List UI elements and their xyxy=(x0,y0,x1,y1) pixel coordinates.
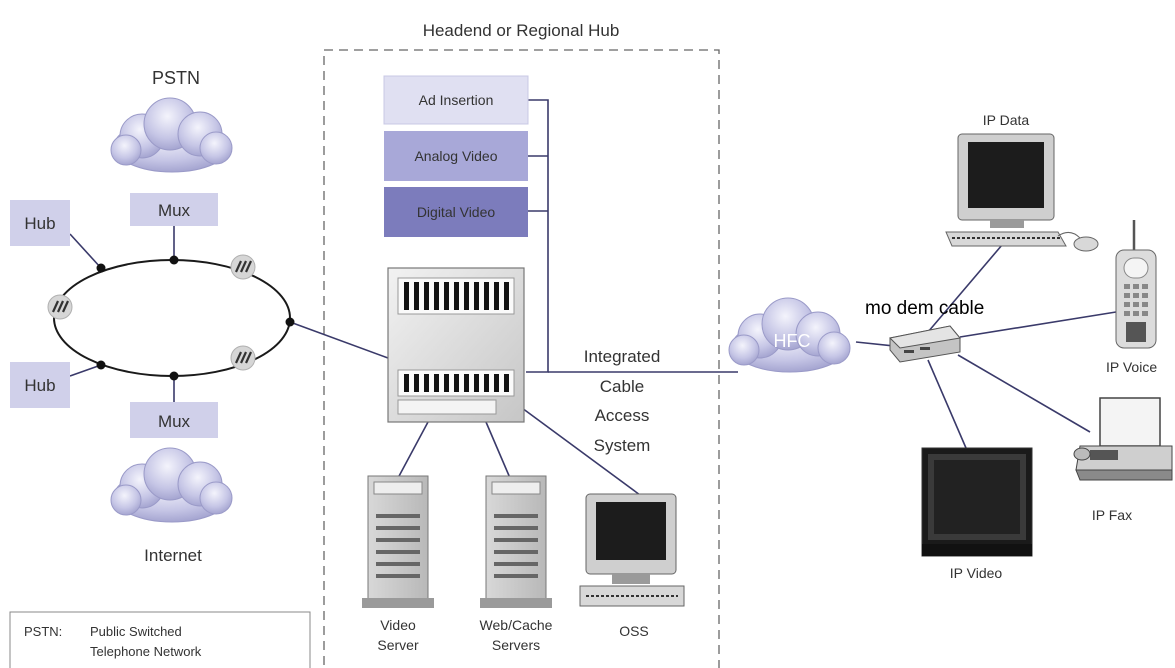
integrated-label-line2: Cable xyxy=(600,377,644,396)
modem-label: mo dem cable xyxy=(865,298,984,319)
hfc-label: HFC xyxy=(774,331,811,351)
router-icon xyxy=(230,345,256,371)
cable-access-rack-icon xyxy=(387,267,525,423)
analog-video-box xyxy=(384,131,528,181)
hub-top-box xyxy=(10,200,70,246)
mux-bottom-label: Mux xyxy=(158,412,191,431)
ad-insertion-box xyxy=(383,75,529,125)
router-icon xyxy=(230,254,256,280)
web-cache-server-icon xyxy=(480,475,552,608)
video-server-label-line2: Server xyxy=(377,637,419,653)
mux-top-label: Mux xyxy=(158,201,191,220)
legend-box xyxy=(9,611,311,668)
web-cache-label-line2: Servers xyxy=(492,637,540,653)
mux-bottom-box xyxy=(130,402,218,438)
video-server-icon xyxy=(362,475,434,608)
ad-insertion-label: Ad Insertion xyxy=(419,92,494,108)
integrated-label-line4: System xyxy=(594,436,651,455)
web-cache-label-line1: Web/Cache xyxy=(480,617,553,633)
pstn-cloud-icon xyxy=(110,97,233,173)
connection-lines xyxy=(69,99,1117,496)
oss-monitor-icon xyxy=(579,493,685,607)
headend-region xyxy=(323,49,720,668)
pstn-label: PSTN xyxy=(152,68,200,88)
internet-label: Internet xyxy=(144,546,202,565)
ip-data-computer-icon xyxy=(945,133,1099,252)
digital-video-box xyxy=(384,187,528,237)
ip-fax-label: IP Fax xyxy=(1092,507,1132,523)
analog-video-label: Analog Video xyxy=(414,148,497,164)
ip-video-label: IP Video xyxy=(950,565,1003,581)
ring-junctions xyxy=(96,255,295,381)
ip-fax-icon xyxy=(1073,397,1173,481)
oss-label: OSS xyxy=(619,623,649,639)
ip-voice-phone-icon xyxy=(1115,220,1157,349)
integrated-label-line1: Integrated xyxy=(584,347,661,366)
video-server-label-line1: Video xyxy=(380,617,416,633)
ip-video-tv-icon xyxy=(921,447,1033,557)
cable-modem-icon xyxy=(888,325,961,363)
hub-bottom-box xyxy=(10,362,70,408)
hub-bottom-label: Hub xyxy=(24,376,55,395)
internet-cloud-icon xyxy=(110,447,233,523)
ip-data-label: IP Data xyxy=(983,112,1030,128)
headend-title: Headend or Regional Hub xyxy=(423,21,620,40)
hub-top-label: Hub xyxy=(24,214,55,233)
legend-line2: Telephone Network xyxy=(90,644,202,659)
mux-top-box xyxy=(130,193,218,226)
ip-voice-label: IP Voice xyxy=(1106,359,1157,375)
digital-video-label: Digital Video xyxy=(417,204,496,220)
integrated-label-line3: Access xyxy=(595,406,650,425)
legend-key: PSTN: xyxy=(24,624,62,639)
legend-line1: Public Switched xyxy=(90,624,182,639)
router-icon xyxy=(47,294,73,320)
